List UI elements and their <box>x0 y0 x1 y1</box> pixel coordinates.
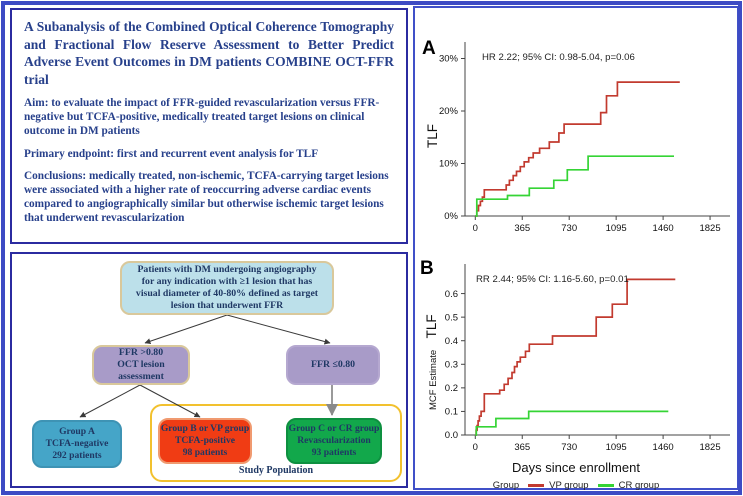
svg-text:365: 365 <box>514 442 530 453</box>
svg-text:730: 730 <box>561 442 577 453</box>
svg-text:30%: 30% <box>439 54 459 65</box>
svg-text:1825: 1825 <box>699 223 720 234</box>
svg-text:1825: 1825 <box>699 442 720 453</box>
flow-node-ffr-high: FFR >0.80 OCT lesion assessment <box>92 345 190 385</box>
mcf-step-chart: 0.0 0.1 0.2 0.3 0.4 0.5 0.6 0 365 730 1095 1460 1825 <box>445 264 730 453</box>
panel-b-ylabel-mcf: MCF Estimate <box>428 349 439 410</box>
chart-panel-a: A HR 2.22; 95% CI: 0.98-5.04, p=0.06 TLF… <box>415 16 737 242</box>
svg-text:1095: 1095 <box>606 442 627 453</box>
svg-text:0.1: 0.1 <box>445 407 458 418</box>
legend-title: Group <box>492 480 520 491</box>
summary-panel: A Subanalysis of the Combined Optical Co… <box>10 8 408 244</box>
charts-panel: A HR 2.22; 95% CI: 0.98-5.04, p=0.06 TLF… <box>413 6 739 491</box>
endpoint-text: Primary endpoint: first and recurrent ev… <box>24 147 319 160</box>
panel-b-label: B <box>420 258 434 279</box>
panel-a-ylabel: TLF <box>425 123 440 148</box>
chart-panel-b: B RR 2.44; 95% CI: 1.16-5.60, p=0.01 MCF… <box>415 250 737 496</box>
figure-title: A Subanalysis of the Combined Optical Co… <box>24 19 394 87</box>
svg-text:20%: 20% <box>439 106 459 117</box>
panel-a-annotation: HR 2.22; 95% CI: 0.98-5.04, p=0.06 <box>482 52 635 63</box>
svg-text:0%: 0% <box>444 211 458 222</box>
flowchart-panel: Study Population Patients with DM underg… <box>10 252 408 488</box>
panel-b-annotation: RR 2.44; 95% CI: 1.16-5.60, p=0.01 <box>476 274 629 285</box>
flow-node-group-c: Group C or CR group Revascularization 93… <box>286 418 382 464</box>
flowchart-arrows <box>79 314 338 418</box>
panel-b-ylabel: MCF Estimate TLF <box>423 314 441 410</box>
chart-legend: Group VP group CR group <box>415 480 737 491</box>
legend-label-cr: CR group <box>618 480 660 491</box>
cr-group-line-swatch <box>597 484 614 487</box>
study-population-label: Study Population <box>238 465 314 476</box>
vp-group-line-swatch <box>528 484 545 487</box>
flow-node-group-b: Group B or VP group TCFA-positive 98 pat… <box>158 418 252 464</box>
panel-b-ylabel-tlf: TLF <box>424 314 439 339</box>
panel-a-label: A <box>422 38 436 59</box>
svg-text:0: 0 <box>473 223 478 234</box>
legend-label-vp: VP group <box>549 480 589 491</box>
flow-node-ffr-low: FFR ≤0.80 <box>286 345 380 385</box>
conclusions-text: Conclusions: medically treated, non-isch… <box>24 170 389 224</box>
svg-text:365: 365 <box>514 223 530 234</box>
study-population-box: Study Population <box>150 404 402 482</box>
flow-node-population: Patients with DM undergoing angiography … <box>120 261 334 315</box>
svg-text:0.4: 0.4 <box>445 336 458 347</box>
svg-text:730: 730 <box>561 223 577 234</box>
svg-text:0.5: 0.5 <box>445 312 458 323</box>
svg-text:1095: 1095 <box>606 223 627 234</box>
flow-node-group-a: Group A TCFA-negative 292 patients <box>32 420 122 468</box>
svg-text:0.3: 0.3 <box>445 359 458 370</box>
svg-text:0: 0 <box>473 442 478 453</box>
tlf-step-chart: 0% 10% 20% 30% 0 365 730 1095 1460 1825 <box>439 42 730 234</box>
svg-text:0.2: 0.2 <box>445 383 458 394</box>
svg-text:10%: 10% <box>439 159 459 170</box>
svg-text:1460: 1460 <box>653 223 674 234</box>
svg-text:0.6: 0.6 <box>445 289 458 300</box>
legend-item-cr: CR group <box>597 480 660 491</box>
svg-text:1460: 1460 <box>653 442 674 453</box>
svg-text:0.0: 0.0 <box>445 430 458 441</box>
legend-item-vp: VP group <box>528 480 589 491</box>
aim-text: Aim: to evaluate the impact of FFR-guide… <box>24 97 380 137</box>
x-axis-title: Days since enrollment <box>512 460 640 475</box>
